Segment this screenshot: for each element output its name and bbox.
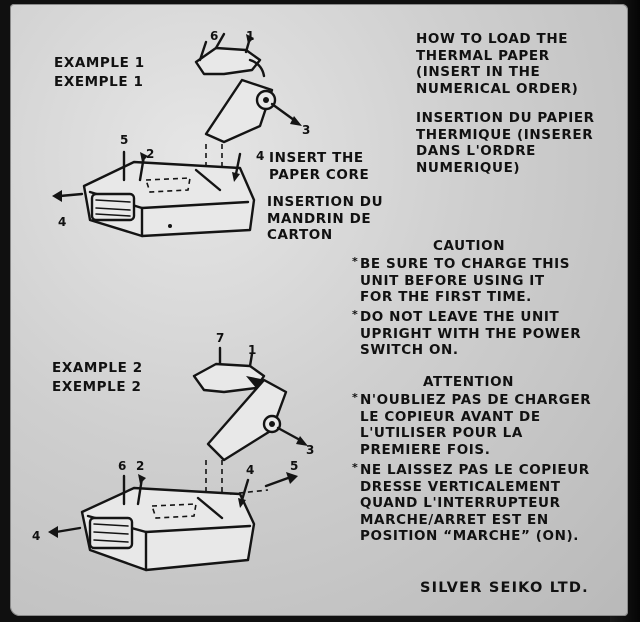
- step-6-label: 6: [118, 459, 126, 473]
- insert-paper-core-fr: INSERTION DU MANDRIN DE CARTON: [267, 194, 384, 243]
- step-3-label: 3: [306, 443, 314, 457]
- instruction-label: EXAMPLE 1 EXEMPLE 1 EXAMPLE 2 EXEMPLE 2 …: [10, 4, 628, 616]
- copier-2-icon: [80, 486, 269, 572]
- caution-item-1: BE SURE TO CHARGE THIS UNIT BEFORE USING…: [352, 254, 570, 306]
- step-4-label: 4: [58, 215, 66, 229]
- step-2-label: 2: [146, 147, 154, 161]
- copier-1-icon: [82, 160, 256, 238]
- attention-title: ATTENTION: [423, 374, 515, 390]
- step-4-label: 4: [246, 463, 254, 477]
- step-7-label: 7: [216, 331, 224, 345]
- brand-name: SILVER SEIKO LTD.: [420, 580, 589, 596]
- paper-roll-1-icon: [204, 78, 302, 144]
- attention-item-1: N'OUBLIEZ PAS DE CHARGER LE COPIEUR AVAN…: [352, 390, 591, 458]
- paper-roll-2-icon: [206, 378, 308, 462]
- paper-holder-2-icon: [192, 346, 266, 394]
- step-1-label: 1: [248, 343, 256, 357]
- attention-item-2: NE LAISSEZ PAS LE COPIEUR DRESSE VERTICA…: [352, 460, 590, 545]
- step-2-label: 2: [136, 459, 144, 473]
- insert-paper-core-en: INSERT THE PAPER CORE: [269, 150, 370, 183]
- caution-item-2: DO NOT LEAVE THE UNIT UPRIGHT WITH THE P…: [352, 307, 581, 359]
- caution-title: CAUTION: [433, 238, 506, 254]
- step-4-label: 4: [256, 149, 264, 163]
- step-3-label: 3: [302, 123, 310, 137]
- step-6-label: 6: [210, 29, 218, 43]
- how-to-load-fr: INSERTION DU PAPIER THERMIQUE (INSERER D…: [416, 110, 595, 176]
- diagram-example-2: 7 1 3 6 2 4 5 4: [32, 331, 314, 572]
- step-1-label: 1: [246, 29, 254, 43]
- step-4-label: 4: [32, 529, 40, 543]
- example-1-label: EXAMPLE 1 EXEMPLE 1: [54, 55, 145, 90]
- paper-holder-1-icon: [194, 32, 266, 78]
- example-2-label: EXAMPLE 2 EXEMPLE 2: [52, 360, 143, 395]
- how-to-load-en: HOW TO LOAD THE THERMAL PAPER (INSERT IN…: [416, 31, 579, 97]
- step-5-label: 5: [120, 133, 128, 147]
- diagram-example-1: 6 1 3 5 2 4 4: [52, 29, 310, 238]
- step-5-label: 5: [290, 459, 298, 473]
